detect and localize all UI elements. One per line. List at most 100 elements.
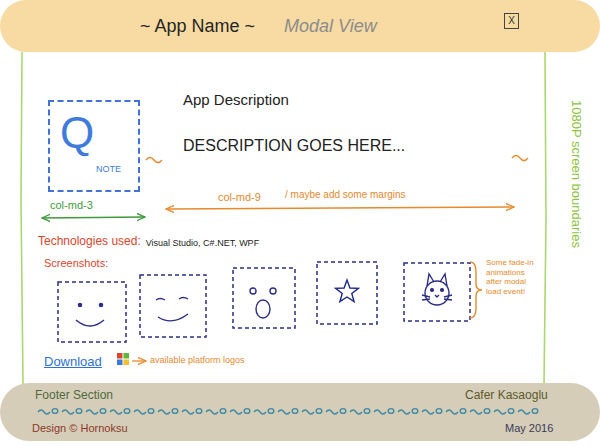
wave-dot [460, 409, 466, 414]
logo-box: QNOTE [48, 100, 140, 192]
wave-dot [268, 409, 274, 414]
header-band: X ~ App Name ~ Modal View [0, 0, 600, 52]
screenshot-faces [250, 288, 256, 294]
screenshot-faces [76, 320, 104, 326]
wave-tilde [350, 410, 362, 414]
wave-tilde [518, 410, 530, 414]
platform-logo [124, 353, 130, 359]
wave-dot [364, 409, 370, 414]
wave-tilde [494, 410, 506, 414]
column-note: col-md-3 [50, 199, 93, 212]
modal-view-note: Modal View [284, 16, 377, 37]
footer-band: Footer SectionCafer KasaogluDesign © Hor… [0, 383, 600, 441]
screenshot-boxes [140, 275, 206, 337]
wave-dot [412, 409, 418, 414]
animation-note: Some fade-in animations after modal load… [486, 258, 542, 296]
platform-logo [117, 360, 123, 366]
close-icon: X [508, 15, 515, 27]
wave-tilde [446, 410, 458, 414]
platform-logo [117, 353, 129, 365]
screenshot-faces [156, 299, 165, 301]
animation-brace [470, 262, 482, 318]
wave-dot [508, 409, 514, 414]
screen-boundary [21, 52, 23, 384]
platform-note: available platform logos [150, 355, 245, 365]
wave-tilde [422, 410, 434, 414]
logo-word: NOTE [96, 164, 121, 174]
column-arrows [42, 207, 514, 218]
app-name: ~ App Name ~ [140, 16, 255, 37]
column-arrows [166, 207, 514, 209]
screenshot-faces [179, 298, 188, 300]
wave-tilde [134, 410, 146, 414]
wave-dot [148, 409, 154, 414]
tilde-bracket [512, 156, 528, 161]
screenshot-faces [422, 295, 452, 300]
section-heading: App Description [183, 91, 289, 108]
platform-logo [124, 360, 130, 366]
close-button: X [504, 13, 519, 29]
wave-tilde [182, 410, 194, 414]
wave-dot [220, 409, 226, 414]
screenshot-faces [431, 289, 434, 292]
wavy-divider [38, 409, 538, 414]
field-label: Screenshots: [44, 257, 108, 270]
screen-boundary [21, 52, 546, 384]
screenshot-faces [440, 274, 447, 286]
wave-dot [316, 409, 322, 414]
wave-dot [52, 409, 58, 414]
wave-tilde [398, 410, 410, 414]
wave-dot [244, 409, 250, 414]
field-label: Technologies used: [38, 235, 141, 249]
wave-tilde [62, 410, 74, 414]
margin-note: / maybe add some margins [285, 189, 406, 201]
screenshot-faces [427, 274, 434, 286]
wave-dot [196, 409, 202, 414]
column-arrows [42, 217, 145, 218]
screenshot-faces [99, 303, 102, 306]
wave-tilde [470, 410, 482, 414]
wave-tilde [230, 410, 242, 414]
footer-title: Footer Section [35, 389, 113, 403]
screenshot-faces [435, 295, 439, 297]
wave-tilde [278, 410, 290, 414]
screenshot-faces [158, 314, 188, 321]
wave-dot [292, 409, 298, 414]
wave-dot [100, 409, 106, 414]
logo-letter: Q [60, 108, 94, 159]
wave-dot [532, 409, 538, 414]
screenshot-faces [425, 281, 449, 305]
download-link: Download [44, 355, 102, 370]
screenshot-faces [256, 300, 270, 318]
technology-list: Visual Studio, C#.NET, WPF [146, 238, 259, 248]
screenshot-boxes [404, 263, 470, 321]
wave-tilde [302, 410, 314, 414]
platform-arrow [132, 360, 146, 361]
wave-tilde [38, 410, 50, 414]
screenshot-boxes [233, 268, 295, 328]
wave-tilde [254, 410, 266, 414]
boundary-note: 1080P screen boundaries [568, 100, 583, 248]
animation-brace [470, 262, 482, 318]
screen-boundary [544, 52, 546, 384]
wave-dot [484, 409, 490, 414]
wave-dot [340, 409, 346, 414]
screenshot-faces [78, 303, 81, 306]
description-text: DESCRIPTION GOES HERE... [183, 137, 405, 155]
screenshot-boxes [58, 282, 126, 342]
date-text: May 2016 [505, 422, 553, 435]
design-credit: Design © Hornoksu [32, 422, 128, 435]
screenshot-boxes [317, 262, 377, 324]
platform-arrow [132, 360, 146, 361]
wave-tilde [206, 410, 218, 414]
wave-tilde [326, 410, 338, 414]
column-note: col-md-9 [218, 191, 261, 204]
tilde-bracket [146, 156, 528, 163]
screenshot-faces [270, 288, 276, 294]
wave-tilde [86, 410, 98, 414]
screenshot-faces [441, 289, 444, 292]
wave-dot [172, 409, 178, 414]
wave-dot [76, 409, 82, 414]
